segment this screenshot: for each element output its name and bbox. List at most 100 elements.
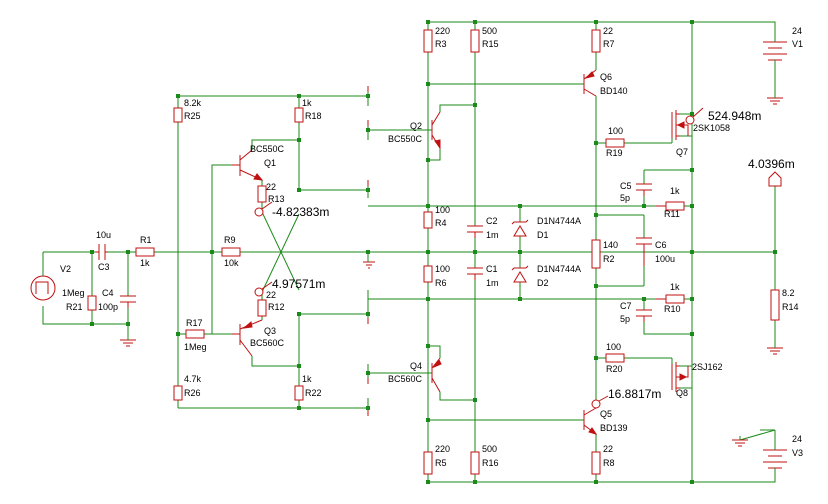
capacitor-c4 (120, 295, 136, 308)
label-r16-ref: R16 (482, 458, 499, 468)
capacitor-c2 (467, 225, 483, 238)
label-q1-ref: Q1 (264, 158, 276, 168)
label-c1-ref: C1 (486, 264, 498, 274)
capacitor-c7 (636, 309, 652, 322)
label-r10-ref: R10 (664, 304, 681, 314)
probe-marker (591, 395, 609, 409)
label-q4-value: BC560C (388, 374, 423, 384)
transistor-q6 (583, 69, 597, 97)
label-r20-ref: R20 (606, 364, 623, 374)
label-r1-value: 1k (140, 258, 150, 268)
probe-marker (254, 201, 273, 217)
label-r6-ref: R6 (435, 278, 447, 288)
junction-dots (90, 20, 777, 484)
probe-marker (254, 281, 273, 297)
label-d2-value: D1N4744A (537, 264, 581, 274)
label-r25-value: 8.2k (184, 98, 202, 108)
label-c7-ref: C7 (620, 301, 632, 311)
label-c7-value: 5p (620, 314, 630, 324)
label-r13-ref: R13 (268, 194, 285, 204)
resistor-r7 (591, 29, 601, 53)
label-r14-ref: R14 (782, 302, 799, 312)
output-probe-arrow (768, 171, 782, 187)
resistor-r12 (257, 299, 267, 317)
label-q4-ref: Q4 (410, 361, 422, 371)
label-c2-ref: C2 (486, 216, 498, 226)
resistor-r8 (591, 451, 601, 475)
label-r16-value: 500 (482, 444, 497, 454)
pulse-source-v2 (30, 275, 56, 301)
ground-symbol (363, 261, 375, 269)
resistor-r17 (185, 329, 205, 339)
resistor-r15 (470, 29, 480, 53)
label-v1-value: 24 (792, 26, 802, 36)
label-r17-ref: R17 (186, 318, 203, 328)
label-d2-ref: D2 (537, 278, 549, 288)
resistor-r6 (423, 265, 433, 283)
transistor-q1 (232, 149, 264, 181)
resistor-r4 (423, 211, 433, 229)
label-r15-ref: R15 (482, 39, 499, 49)
label-r8-value: 22 (603, 444, 613, 454)
label-r18-value: 1k (302, 98, 312, 108)
label-r19-ref: R19 (606, 148, 623, 158)
label-r26-value: 4.7k (184, 374, 202, 384)
resistor-r1 (135, 247, 155, 257)
label-c6-ref: C6 (655, 240, 667, 250)
label-r12-value: 22 (266, 290, 276, 300)
label-r6-value: 100 (435, 264, 450, 274)
label-r20-value: 100 (606, 342, 621, 352)
label-r5-value: 220 (435, 444, 450, 454)
resistor-r18 (294, 107, 304, 123)
label-r22-value: 1k (302, 374, 312, 384)
transistor-q3 (232, 319, 263, 357)
probe-marker (685, 107, 704, 125)
voltage-source-v3 (763, 449, 787, 469)
label-r9-value: 10k (224, 258, 239, 268)
label-r7-ref: R7 (603, 39, 615, 49)
label-q5-value: BD139 (600, 423, 628, 433)
label-c6-value: 100u (655, 254, 675, 264)
mosfet-q8 (671, 362, 689, 392)
label-r22-ref: R22 (305, 388, 322, 398)
capacitor-c6 (636, 237, 652, 266)
label-q6-ref: Q6 (600, 72, 612, 82)
label-c2-value: 1m (486, 230, 499, 240)
label-r18-ref: R18 (305, 111, 322, 121)
capacitor-c5 (636, 183, 652, 196)
label-c4-value: 100p (98, 302, 118, 312)
label-q3-value: BC560C (250, 338, 285, 348)
components (30, 22, 787, 482)
ground-symbol (732, 439, 748, 447)
voltage-source-v1 (763, 41, 787, 61)
resistor-r9 (221, 247, 241, 257)
resistor-r21 (87, 295, 97, 311)
label-q6-value: BD140 (600, 86, 628, 96)
zener-diode-d2 (511, 265, 529, 283)
label-q8-ref: Q8 (676, 388, 688, 398)
label-d1-ref: D1 (537, 230, 549, 240)
label-r10-value: 1k (670, 282, 680, 292)
label-q2-value: BC550C (388, 134, 423, 144)
label-r17-value: 1Meg (184, 342, 207, 352)
label-r3-value: 220 (435, 26, 450, 36)
label-r14-value: 8.2 (782, 288, 795, 298)
label-v3-value: 24 (792, 434, 802, 444)
resistor-r2 (591, 239, 601, 269)
resistor-r20 (605, 353, 625, 363)
resistor-r22 (294, 385, 304, 401)
resistor-r3 (423, 29, 433, 53)
label-r1-ref: R1 (140, 235, 152, 245)
label-v1-ref: V1 (792, 39, 803, 49)
label-q5-ref: Q5 (600, 409, 612, 419)
resistor-r14 (770, 289, 780, 321)
label-r2-ref: R2 (603, 254, 615, 264)
label-c3-value: 10u (96, 230, 111, 240)
resistor-r19 (605, 138, 625, 148)
label-v2-ref: V2 (60, 264, 71, 274)
capacitor-c3 (96, 244, 108, 260)
transistor-q4 (431, 357, 442, 393)
label-c5-ref: C5 (620, 181, 632, 191)
label-d1-value: D1N4744A (537, 216, 581, 226)
